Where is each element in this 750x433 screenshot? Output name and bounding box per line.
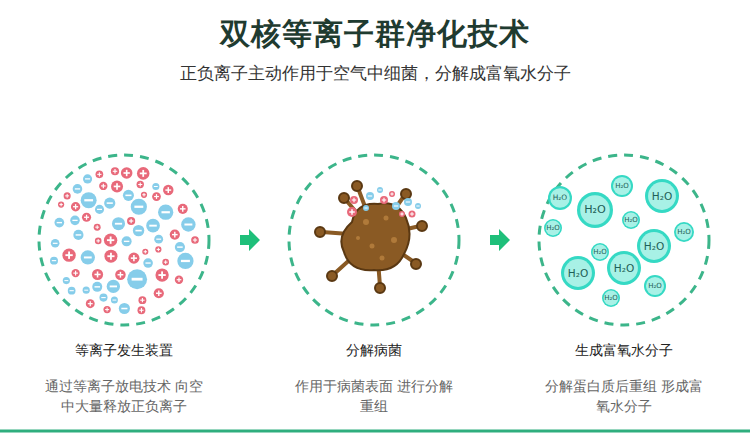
- stage-heading: 分解病菌: [261, 340, 487, 360]
- stage-description: 分解蛋白质后重组 形成富氧水分子: [539, 376, 709, 416]
- molecule-label: H₂O: [553, 194, 567, 201]
- subtitle: 正负离子主动作用于空气中细菌，分解成富氧水分子: [0, 62, 750, 85]
- water-bubbles: [544, 175, 694, 307]
- flow-arrow: [240, 229, 260, 251]
- stage-heading: 等离子发生装置: [11, 340, 237, 360]
- molecule-label: H₂O: [677, 229, 691, 236]
- molecule-label: H₂O: [604, 295, 618, 302]
- bacterium: [315, 181, 427, 293]
- dashed-circle: [39, 155, 209, 325]
- stage-node: 生成富氧水分子分解蛋白质后重组 形成富氧水分子: [511, 155, 737, 420]
- molecule-label: H₂O: [593, 249, 607, 256]
- dashed-circle: [289, 155, 459, 325]
- title: 双核等离子群净化技术: [0, 14, 750, 55]
- ion-cloud: [50, 167, 199, 314]
- molecule-label: H₂O: [568, 268, 588, 279]
- stage-description: 作用于病菌表面 进行分解重组: [289, 376, 459, 416]
- molecule-label: H₂O: [644, 241, 664, 252]
- flow-arrow: [490, 229, 510, 251]
- molecule-label: H₂O: [652, 191, 672, 202]
- stage-node: 分解病菌作用于病菌表面 进行分解重组: [261, 155, 487, 420]
- molecule-label: H₂O: [615, 183, 629, 190]
- molecule-label: H₂O: [624, 217, 638, 224]
- molecule-label: H₂O: [546, 225, 560, 232]
- stage-heading: 生成富氧水分子: [511, 340, 737, 360]
- dashed-circle: [539, 155, 709, 325]
- molecule-label: H₂O: [614, 263, 634, 274]
- molecule-label: H₂O: [648, 283, 662, 290]
- molecule-label: H₂O: [584, 204, 606, 215]
- stage-node: 等离子发生装置通过等离子放电技术 向空中大量释放正负离子: [11, 155, 237, 420]
- stage-description: 通过等离子放电技术 向空中大量释放正负离子: [39, 376, 209, 416]
- ion-cluster: [347, 187, 421, 218]
- bottom-rule: [0, 430, 750, 433]
